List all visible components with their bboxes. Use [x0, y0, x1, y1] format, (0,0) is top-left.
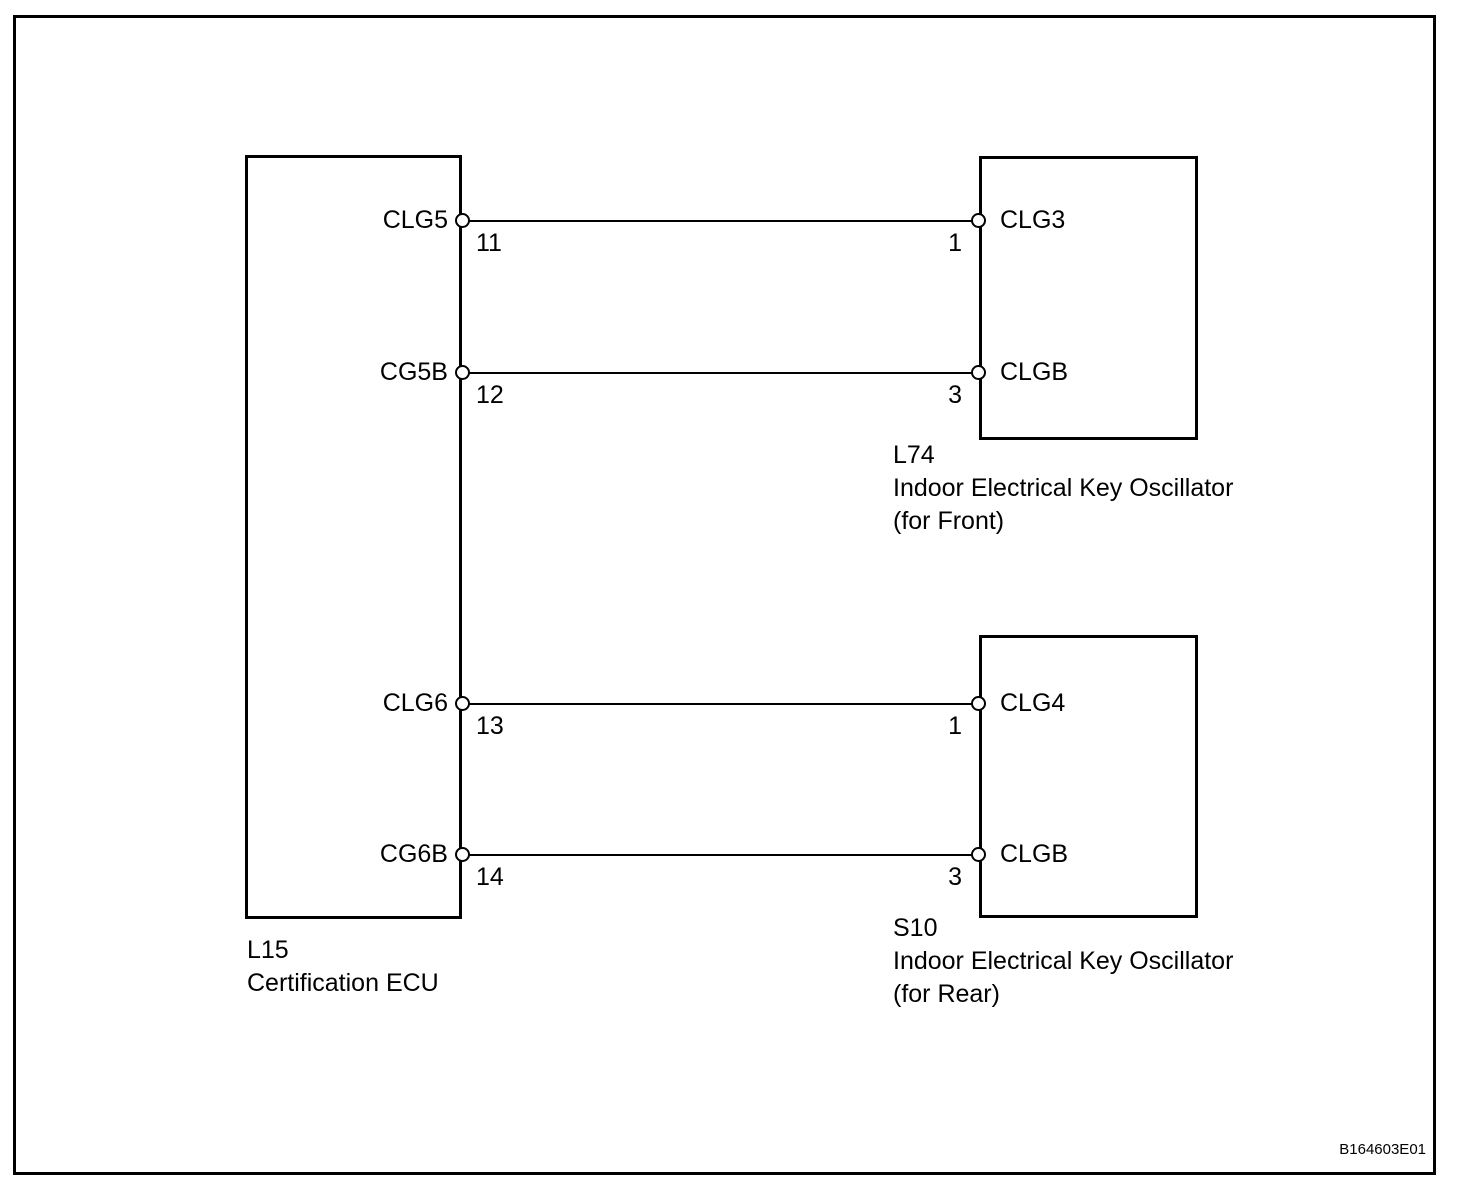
ecu-id: L15: [247, 936, 289, 964]
ecu-box: [245, 155, 462, 919]
terminal-circle-ecu-14: [455, 847, 470, 862]
front-oscillator-id: L74: [893, 441, 935, 469]
terminal-circle-ecu-13: [455, 696, 470, 711]
front-oscillator-caption: L74 Indoor Electrical Key Oscillator (fo…: [893, 439, 1233, 538]
wire-cg5b-to-clgb-front: [462, 372, 979, 374]
terminal-number-front-1: 1: [948, 229, 962, 257]
pin-label-clgb-rear: CLGB: [1000, 840, 1069, 868]
rear-oscillator-name: Indoor Electrical Key Oscillator: [893, 947, 1234, 975]
front-oscillator-name: Indoor Electrical Key Oscillator: [893, 474, 1234, 502]
ecu-name: Certification ECU: [247, 969, 439, 997]
pin-label-clg3: CLG3: [1000, 206, 1066, 234]
wire-clg6-to-clg4: [462, 703, 979, 705]
terminal-circle-rear-3: [971, 847, 986, 862]
terminal-number-14: 14: [476, 863, 504, 891]
rear-oscillator-box: [979, 635, 1198, 918]
terminal-number-11: 11: [476, 229, 502, 257]
rear-oscillator-variant: (for Rear): [893, 980, 1000, 1008]
terminal-number-front-3: 3: [948, 381, 962, 409]
rear-oscillator-id: S10: [893, 914, 938, 942]
terminal-number-13: 13: [476, 712, 504, 740]
front-oscillator-box: [979, 156, 1198, 440]
terminal-number-rear-1: 1: [948, 712, 962, 740]
pin-label-clg4: CLG4: [1000, 689, 1066, 717]
terminal-circle-ecu-12: [455, 365, 470, 380]
pin-label-cg5b: CG5B: [379, 358, 448, 386]
pin-label-clg5: CLG5: [382, 206, 448, 234]
wire-clg5-to-clg3: [462, 220, 979, 222]
terminal-number-12: 12: [476, 381, 504, 409]
ecu-caption: L15 Certification ECU: [247, 934, 439, 1000]
front-oscillator-variant: (for Front): [893, 507, 1005, 535]
terminal-circle-ecu-11: [455, 213, 470, 228]
wire-cg6b-to-clgb-rear: [462, 854, 979, 856]
pin-label-clgb-front: CLGB: [1000, 358, 1069, 386]
terminal-circle-rear-1: [971, 696, 986, 711]
rear-oscillator-caption: S10 Indoor Electrical Key Oscillator (fo…: [893, 912, 1233, 1011]
figure-code: B164603E01: [1339, 1141, 1426, 1158]
pin-label-cg6b: CG6B: [379, 840, 448, 868]
terminal-number-rear-3: 3: [948, 863, 962, 891]
terminal-circle-front-1: [971, 213, 986, 228]
pin-label-clg6: CLG6: [382, 689, 448, 717]
terminal-circle-front-3: [971, 365, 986, 380]
diagram-border: [13, 15, 1436, 1175]
